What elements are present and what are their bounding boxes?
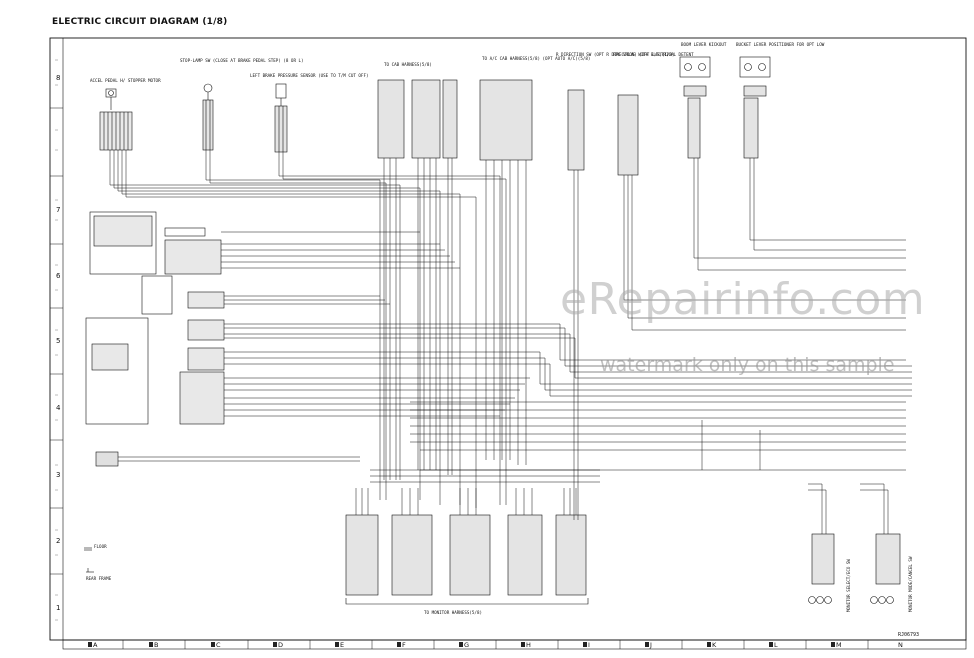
- row-label: 2: [56, 537, 60, 545]
- column-label: H: [526, 641, 531, 649]
- stop-lamp-switch: [202, 83, 214, 151]
- column-label: B: [154, 641, 158, 649]
- row-label: 5: [56, 337, 60, 345]
- cab-harness-top-label: TO CAB HARNESS(5/8): [384, 62, 432, 67]
- stop-lamp-label: STOP-LAMP SW (CLOSE AT BRAKE PEDAL STEP)…: [180, 58, 304, 63]
- cab-harness-connectors: [377, 79, 458, 159]
- ground-symbols: [84, 547, 94, 573]
- row-label: 4: [56, 404, 61, 412]
- r-direction-label: R DIRECTION SW (OPT R DIRECTION) (OPT L/…: [556, 52, 675, 57]
- boom-lever-label: BOOM LEVER KICKOUT: [681, 42, 727, 47]
- bottom-ruler-strip: [62, 639, 967, 650]
- monitor-select-label: MONITOR SELECT/ECO SW: [846, 559, 851, 612]
- column-label: N: [898, 641, 903, 649]
- monitor-harness-connectors: [345, 514, 587, 596]
- rear-frame-label: REAR FRAME: [86, 576, 112, 581]
- row-label: 6: [56, 272, 61, 280]
- watermark-subtitle: watermark only on this sample: [600, 354, 895, 376]
- ac-cab-harness-label: TO A/C CAB HARNESS(5/8) (OPT AUTO A/C)(5…: [482, 56, 590, 61]
- left-ruler-ticks: [50, 107, 63, 575]
- column-label: J: [649, 641, 652, 649]
- monitor-harness-bracket: [345, 598, 589, 605]
- watermark: eRepairinfo.com: [560, 274, 926, 325]
- column-label: A: [93, 641, 98, 649]
- wiring: [109, 150, 906, 534]
- ppc-valve-connector: [617, 94, 639, 176]
- monitor-select-switch: [808, 533, 835, 604]
- boom-lever-device: [679, 56, 711, 159]
- ac-cab-connectors: [479, 79, 533, 161]
- left-brake-label: LEFT BRAKE PRESSURE SENSOR (USE TO T/M C…: [250, 73, 369, 78]
- document-id: RJ06793: [898, 632, 920, 638]
- accel-pedal-label: ACCEL PEDAL H/ STOPPER MOTOR: [90, 78, 161, 83]
- floor-label: FLOOR: [94, 544, 107, 549]
- column-labels: A B C D E F G H I J K L M N: [93, 641, 903, 649]
- row-label: 7: [56, 206, 60, 214]
- monitor-mode-label: MONITOR MODE/CANCEL SW: [908, 556, 913, 612]
- column-label: D: [278, 641, 283, 649]
- column-label: F: [402, 641, 406, 649]
- ppc-valve-label: PPC VALVE WITH ELECTRICAL DETENT: [613, 52, 694, 57]
- left-switch-cluster: [85, 211, 225, 425]
- row-labels: 8 7 6 5 4 3 2 1: [56, 74, 61, 612]
- bucket-lever-device: [739, 56, 771, 159]
- diagram-title: ELECTRIC CIRCUIT DIAGRAM (1/8): [52, 17, 228, 27]
- bottom-ruler-bars: [88, 642, 835, 647]
- bottom-ruler-ticks: [122, 640, 869, 649]
- left-brake-sensor: [274, 83, 288, 153]
- column-label: E: [340, 641, 344, 649]
- row-label: 8: [56, 74, 60, 82]
- right-terminal-marks: [906, 365, 912, 397]
- column-label: I: [588, 641, 590, 649]
- row-label: 1: [56, 604, 60, 612]
- column-label: L: [774, 641, 778, 649]
- row3-connector: [95, 451, 200, 467]
- left-ruler-hatch: [55, 59, 58, 621]
- bucket-lever-label: BUCKET LEVER POSITIONER FOR OPT LOW: [736, 42, 825, 47]
- column-label: G: [464, 641, 469, 649]
- accel-pedal-motor: [99, 88, 133, 151]
- column-label: M: [836, 641, 842, 649]
- monitor-mode-switch: [870, 533, 901, 604]
- row-label: 3: [56, 471, 60, 479]
- r-direction-connector: [567, 89, 585, 171]
- column-label: K: [712, 641, 717, 649]
- monitor-harness-label: TO MONITOR HARNESS(5/8): [424, 610, 482, 615]
- column-label: C: [216, 641, 221, 649]
